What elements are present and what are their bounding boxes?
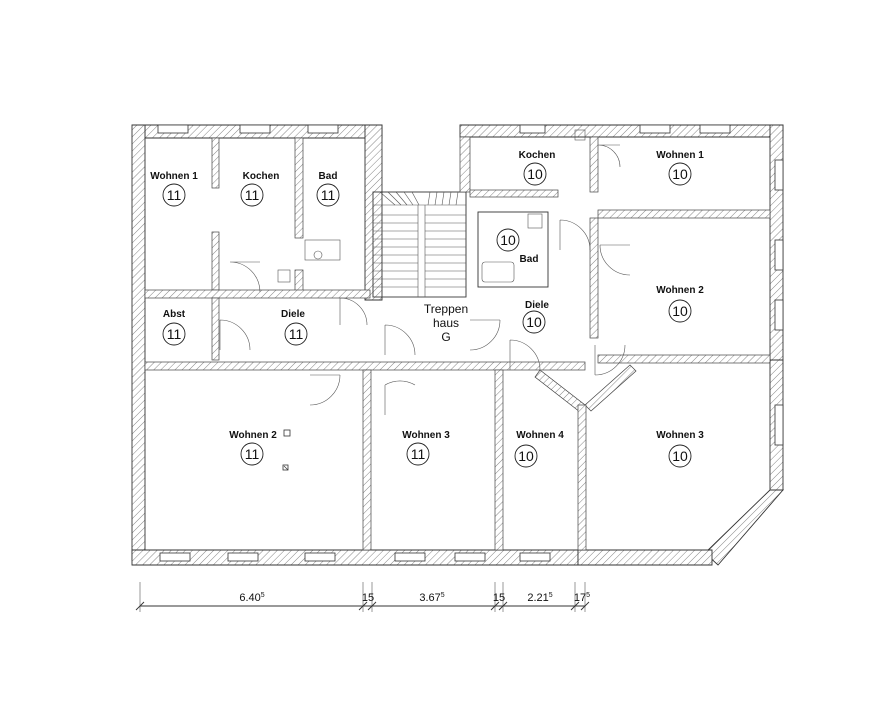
room-abst-left: Abst 11 — [162, 309, 186, 346]
unit-number: 10 — [527, 166, 543, 182]
room-wohnen2-right: Wohnen 2 10 — [656, 285, 704, 323]
room-name: Wohnen 2 — [656, 285, 704, 296]
room-wohnen3-right: Wohnen 3 10 — [656, 430, 704, 468]
stair-tread — [395, 191, 408, 206]
dimension-label-2: 15 — [362, 592, 374, 604]
unit-number: 10 — [672, 448, 688, 464]
right-internal-walls — [469, 136, 771, 551]
dimension-label-5: 2.215 — [527, 592, 552, 604]
room-name: Kochen — [243, 171, 280, 182]
room-name: Wohnen 4 — [516, 430, 564, 441]
unit-number: 11 — [167, 187, 182, 203]
room-name: Wohnen 3 — [402, 430, 450, 441]
wall-bay-diagonal — [704, 489, 784, 566]
stairwell-line2: haus — [433, 316, 459, 330]
room-name: Wohnen 1 — [150, 171, 198, 182]
unit-number: 10 — [500, 232, 516, 248]
room-bad-left: Bad 11 — [316, 171, 340, 207]
dimension-label-6: 175 — [574, 592, 590, 604]
room-bad-right: 10 Bad — [496, 228, 539, 265]
unit-number: 11 — [245, 446, 260, 462]
bath-fixtures — [277, 129, 586, 283]
wall-bottom-right — [577, 549, 713, 566]
room-name: Wohnen 2 — [229, 430, 277, 441]
room-name: Wohnen 3 — [656, 430, 704, 441]
wall-stair-left — [364, 124, 383, 301]
room-wohnen4-right: Wohnen 4 10 — [514, 430, 564, 468]
wall-left — [131, 124, 146, 561]
room-name: Wohnen 1 — [656, 150, 704, 161]
stair-tread — [427, 191, 431, 206]
room-name: Bad — [319, 171, 338, 182]
room-name: Bad — [520, 254, 539, 265]
stair-tread — [387, 191, 402, 206]
markers — [282, 429, 291, 471]
staircase — [372, 191, 467, 298]
stair-tread — [441, 191, 445, 206]
left-internal-walls — [144, 137, 586, 551]
room-diele-left: Diele 11 — [281, 309, 308, 346]
unit-number: 10 — [672, 303, 688, 319]
unit-number: 11 — [321, 187, 336, 203]
wall-top-right — [459, 124, 784, 138]
stair-tread — [403, 191, 414, 206]
stair-tread — [379, 191, 396, 206]
stair-tread — [411, 191, 420, 206]
room-labels: Wohnen 1 11 Kochen 11 Bad 11 Abst 11 Die… — [150, 150, 704, 468]
windows-right — [519, 124, 784, 446]
dimension-label-1: 6.405 — [239, 592, 264, 604]
room-kochen-right: Kochen 10 — [519, 150, 556, 186]
dimension-label-4: 15 — [493, 592, 505, 604]
room-name: Kochen — [519, 150, 556, 161]
room-wohnen2-left: Wohnen 2 11 — [229, 430, 277, 466]
dimension-line: 6.405 15 3.675 15 2.215 175 — [135, 582, 590, 612]
stair-tread — [434, 191, 438, 206]
unit-number: 10 — [518, 448, 534, 464]
room-wohnen1-right: Wohnen 1 10 — [656, 150, 704, 186]
unit-number: 11 — [245, 187, 260, 203]
wall-bottom-left — [131, 549, 579, 566]
room-name: Abst — [163, 309, 186, 320]
unit-number: 11 — [411, 446, 426, 462]
stair-tread — [455, 191, 459, 206]
unit-number: 11 — [289, 326, 304, 342]
room-wohnen1-left: Wohnen 1 11 — [150, 171, 198, 207]
stairwell-line1: Treppen — [424, 302, 468, 316]
dimension-label-3: 3.675 — [419, 592, 444, 604]
door-swings — [219, 144, 631, 415]
room-name: Diele — [281, 309, 305, 320]
unit-number: 10 — [672, 166, 688, 182]
stairwell-line3: G — [441, 330, 450, 344]
windows-top-left — [157, 124, 339, 134]
stairwell-label: Treppen haus G — [423, 302, 469, 352]
unit-number: 10 — [526, 314, 542, 330]
unit-number: 11 — [167, 326, 182, 342]
room-diele-right: Diele 10 — [522, 300, 549, 334]
room-name: Diele — [525, 300, 549, 311]
stair-tread — [448, 191, 452, 206]
room-kochen-left: Kochen 11 — [240, 171, 280, 207]
room-wohnen3-left: Wohnen 3 11 — [402, 430, 450, 466]
